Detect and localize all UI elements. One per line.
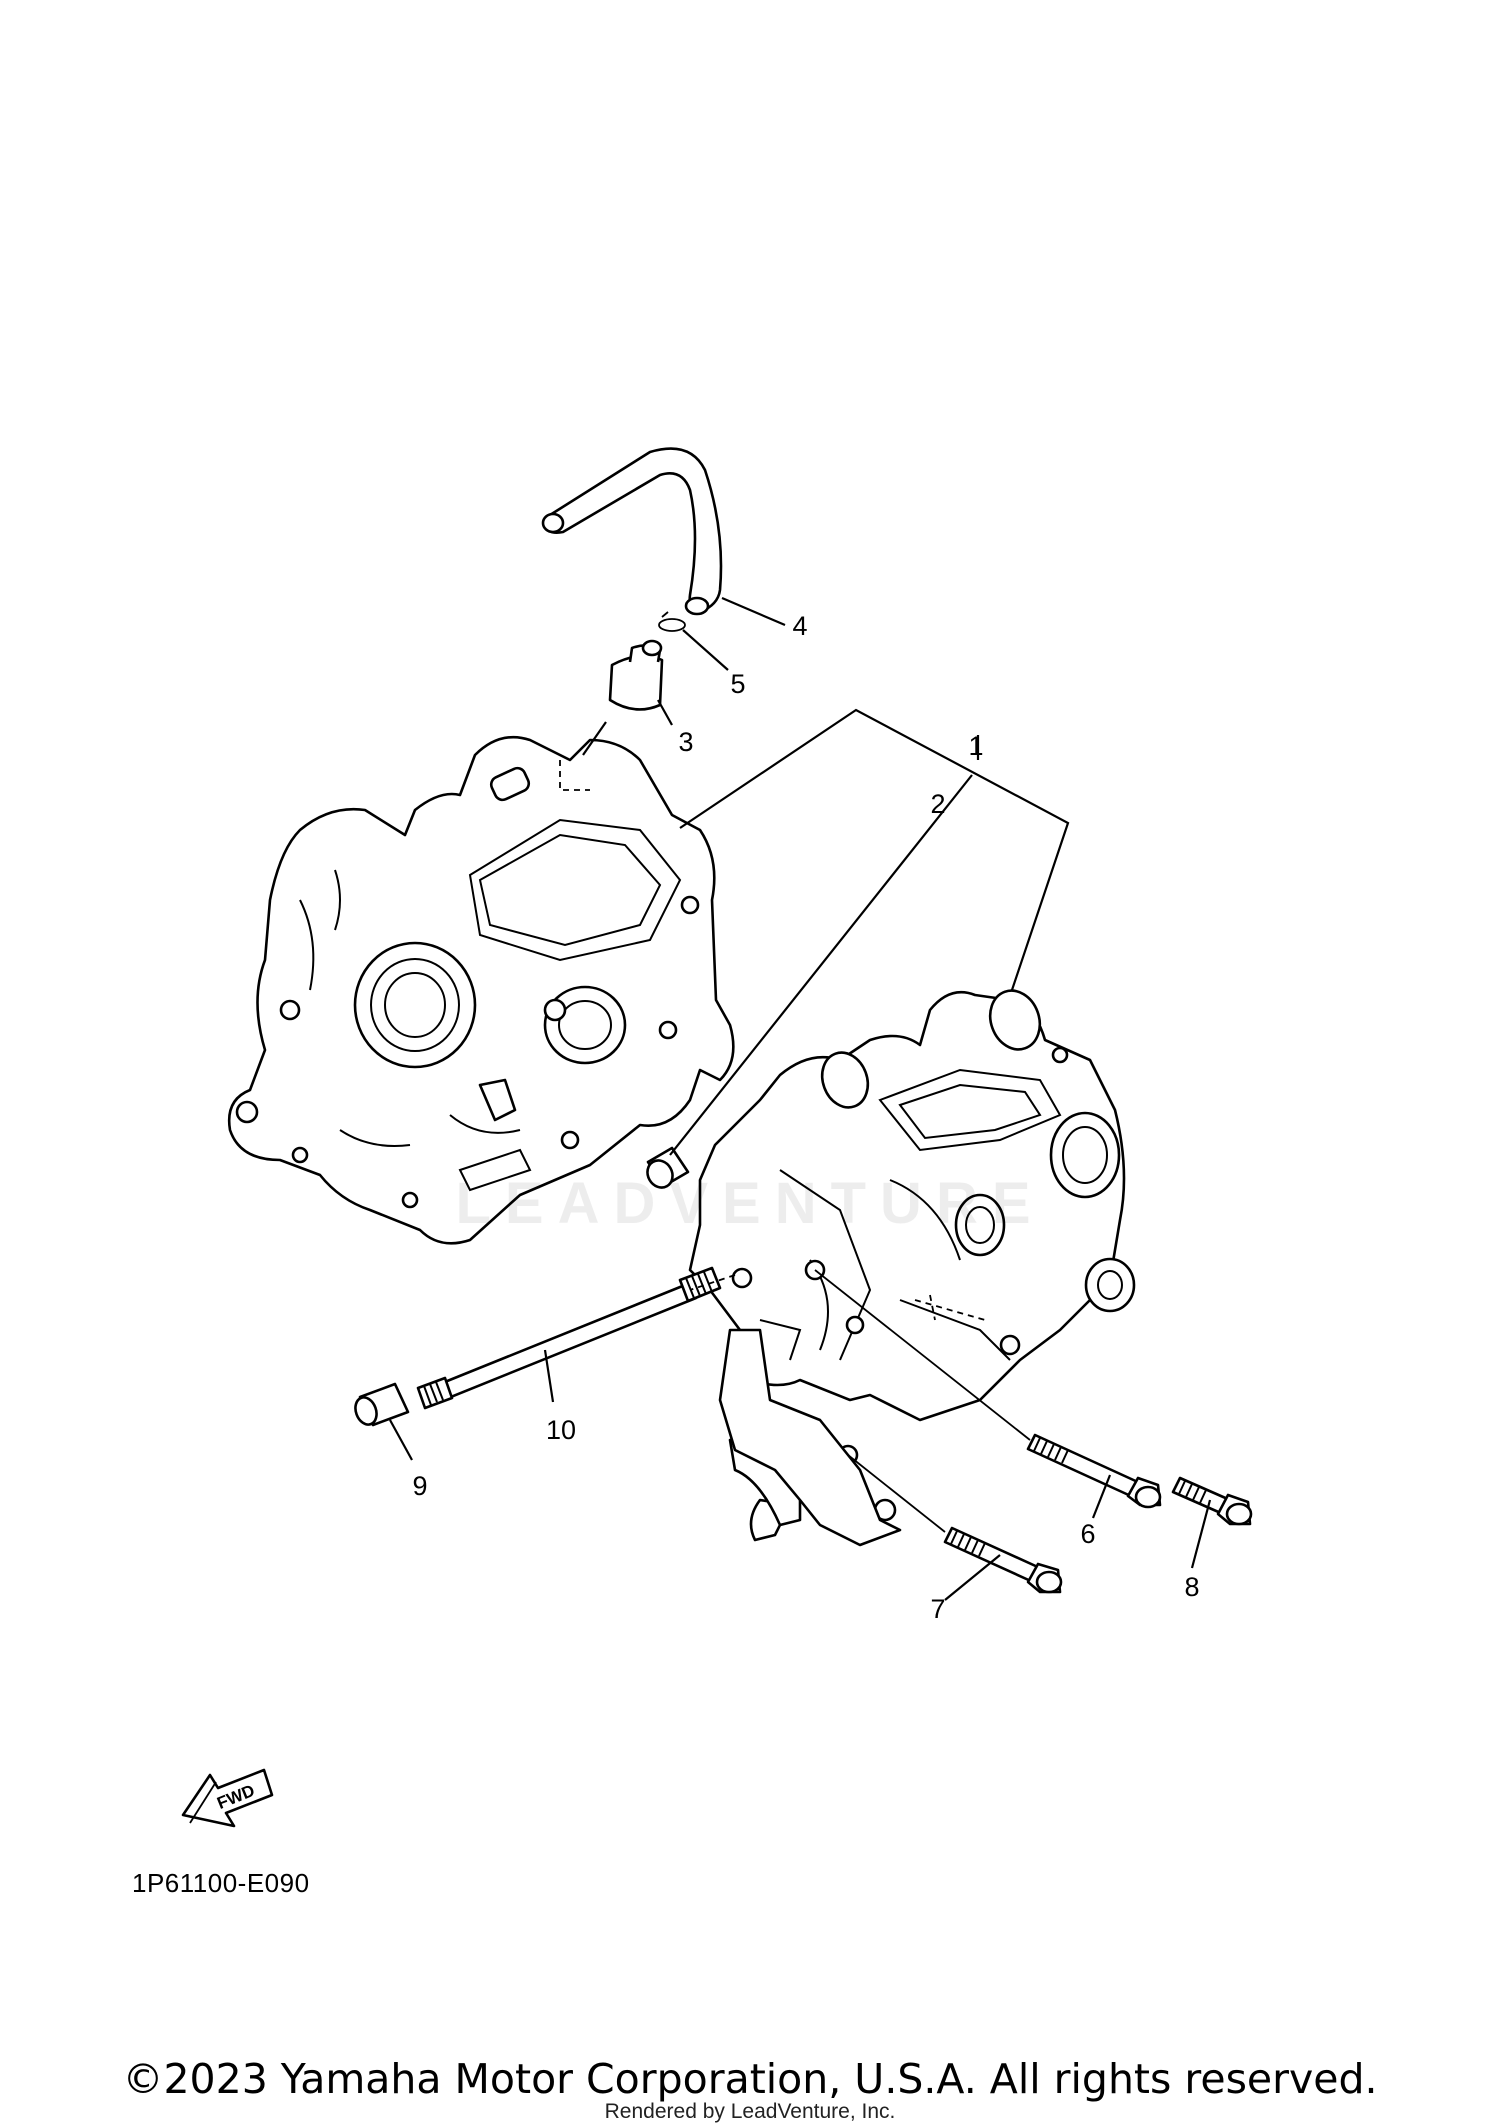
fwd-arrow-icon: FWD — [181, 1768, 274, 1828]
callout-8: 8 — [1184, 1572, 1199, 1602]
stud-nut — [354, 1382, 410, 1427]
leader-lines — [389, 596, 1212, 1601]
copyright-notice: ©2023 Yamaha Motor Corporation, U.S.A. A… — [122, 2055, 1378, 2103]
callout-1: 1 — [968, 731, 983, 761]
bolt-7 — [943, 1526, 1063, 1594]
callout-6: 6 — [1080, 1519, 1095, 1549]
callouts: 1 2 3 4 5 6 7 8 9 10 — [412, 611, 1199, 1624]
breather-fitting — [608, 639, 664, 711]
bolt-6 — [1026, 1433, 1162, 1509]
watermark-text: LEADVENTURE — [455, 1171, 1045, 1236]
dowel-pin — [646, 1146, 690, 1189]
callout-2: 2 — [930, 789, 945, 819]
callout-5: 5 — [730, 669, 745, 699]
callout-4: 4 — [792, 611, 807, 641]
callout-10: 10 — [546, 1415, 576, 1445]
hose-clip — [658, 611, 686, 632]
callout-7: 7 — [930, 1594, 945, 1624]
crankcase-right-half — [688, 989, 1136, 1547]
callout-3: 3 — [678, 727, 693, 757]
diagram-reference-code: 1P61100-E090 — [132, 1868, 310, 1898]
rendered-by-credit: Rendered by LeadVenture, Inc. — [604, 2100, 896, 2123]
bolt-8 — [1171, 1476, 1253, 1526]
breather-hose — [541, 447, 723, 616]
crankcase-stud — [416, 1266, 722, 1410]
crankcase-left-half — [227, 735, 735, 1245]
callout-9: 9 — [412, 1471, 427, 1501]
